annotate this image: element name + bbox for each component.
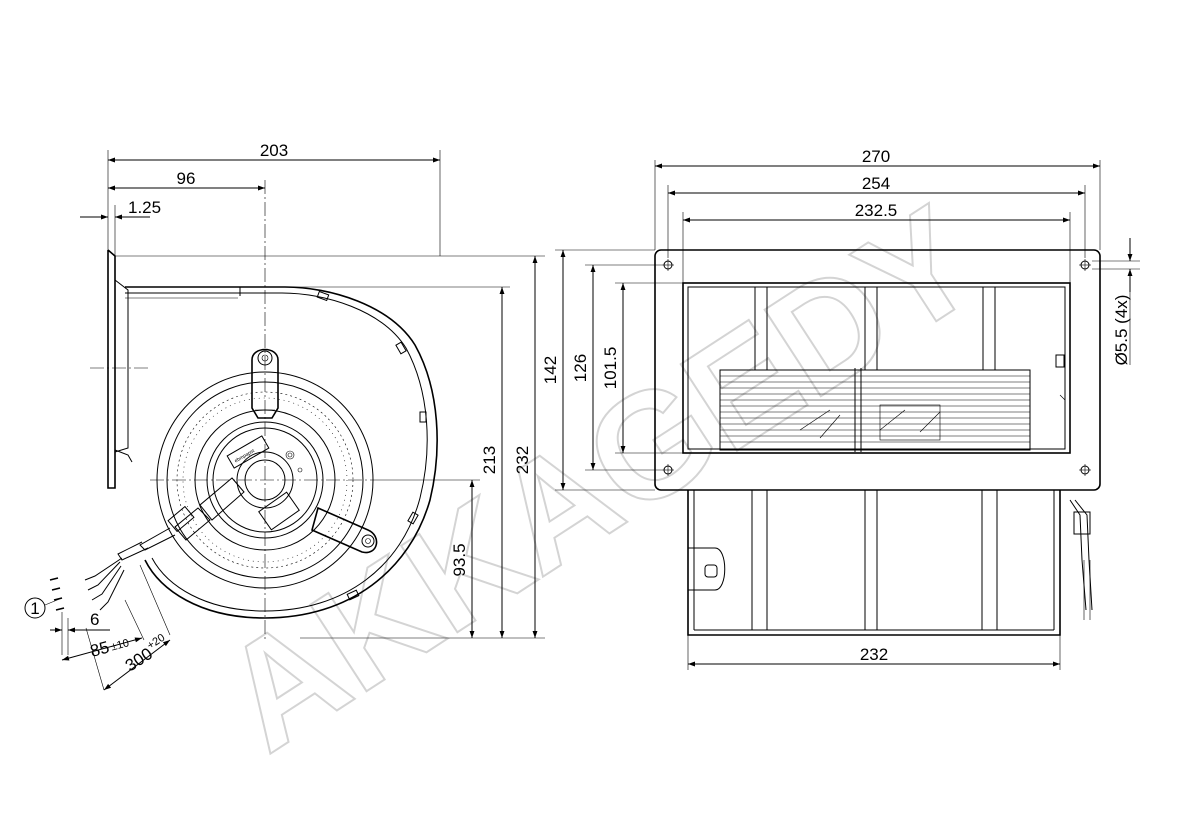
callout-1: 1 [24,597,63,619]
dim-housing-width: 232.5 [855,201,898,220]
dim-wire-strip: 6 [90,610,99,629]
dim-height-232: 232 [513,446,532,474]
mounting-holes [662,259,1091,476]
dim-height-213: 213 [480,446,499,474]
watermark-text: AKKAGEDY [193,174,1004,782]
dim-wire-85: 85 [88,638,111,661]
scroll-tabs [316,290,427,601]
housing-ribs [754,287,1066,401]
dim-center-offset: 96 [177,169,196,188]
dim-bottom-width: 232 [860,645,888,664]
dim-wire-85-tol: ±10 [110,637,131,653]
scroll-housing [125,286,438,619]
left-view: ebmpapst [24,141,545,691]
motor-arm-right [311,506,378,554]
right-view: 270 254 232.5 142 126 101.5 Ø5.5 (4x) [541,147,1140,670]
dim-flange-width: 270 [862,147,890,166]
dim-flange-height: 142 [541,356,560,384]
impeller [719,368,1031,452]
dim-overall-width: 203 [260,141,288,160]
side-flange [107,249,116,489]
dim-outlet-height: 101.5 [601,347,620,390]
cable-gland [117,477,245,561]
side-cable [1069,499,1093,620]
outlet-opening [682,282,1071,454]
lower-housing [687,490,1061,636]
dim-hole-spacing-vertical: 126 [571,354,590,382]
cable-wires [49,557,125,611]
dim-hole-spacing: 254 [862,174,890,193]
dim-hole-diameter: Ø5.5 (4x) [1112,295,1131,366]
brand-label: ebmpapst [226,435,300,531]
wire-dimensions: 6 85 ±10 300 +20 [50,564,171,691]
dim-flange-thickness: 1.25 [128,198,161,217]
watermark: AKKAGEDY [192,173,1005,783]
svg-text:1: 1 [30,599,39,618]
dim-shaft-height: 93.5 [450,543,469,576]
